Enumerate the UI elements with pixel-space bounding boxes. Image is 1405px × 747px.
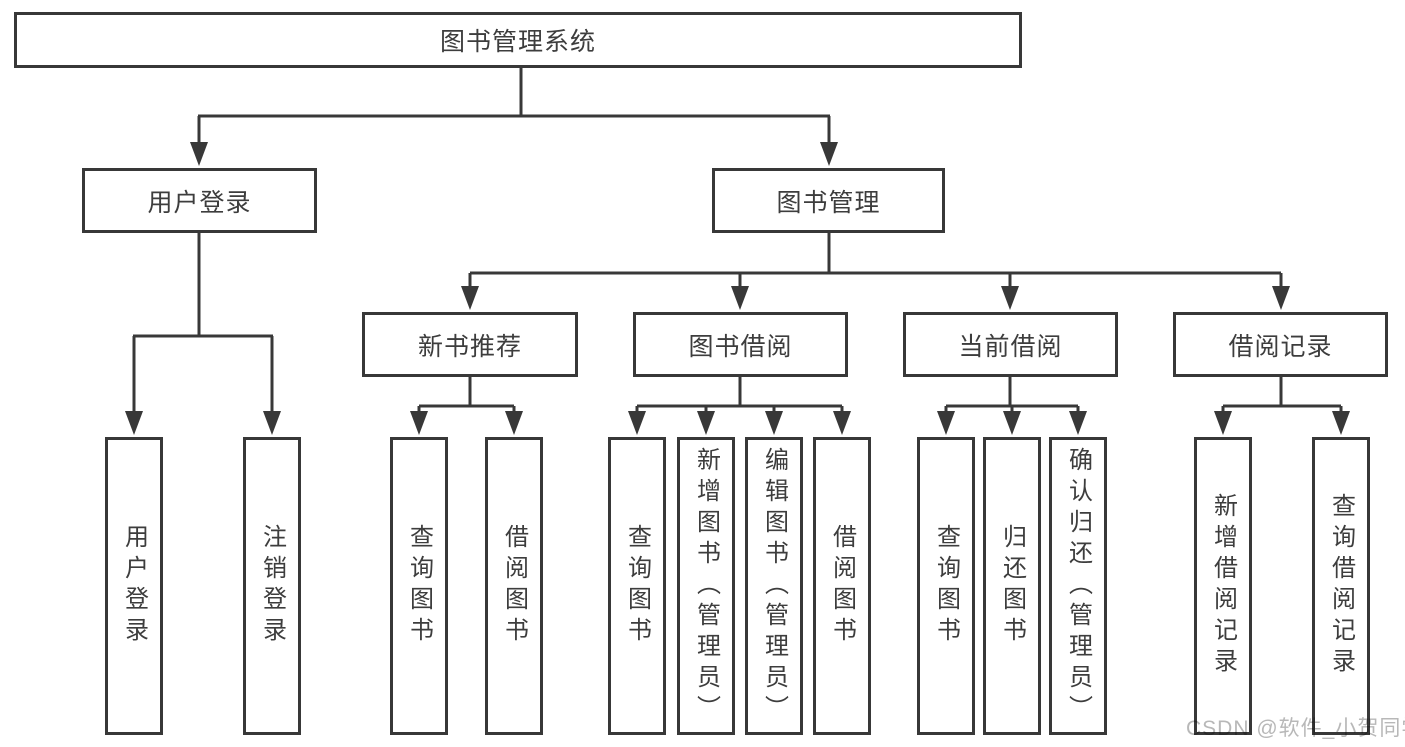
arrowhead-leaf xyxy=(1332,411,1350,435)
node-leaf-borrow-book-1: 借阅图书 xyxy=(485,437,543,735)
node-leaf-label: 归还图书 xyxy=(998,524,1026,648)
arrowhead-leaf xyxy=(1214,411,1232,435)
node-leaf-label: 借阅图书 xyxy=(500,524,528,648)
node-leaf-borrow-book-2: 借阅图书 xyxy=(813,437,871,735)
arrowhead-leaf xyxy=(833,411,851,435)
node-leaf-label: 注销登录 xyxy=(258,524,286,648)
node-book-management: 图书管理 xyxy=(712,168,945,233)
node-user-login-label: 用户登录 xyxy=(147,188,252,217)
node-leaf-label: 查询图书 xyxy=(623,524,651,648)
node-leaf-label: 查询图书 xyxy=(405,524,433,648)
node-leaf-query-book-3: 查询图书 xyxy=(917,437,975,735)
node-leaf-label: 确认归还（管理员） xyxy=(1064,446,1092,726)
node-leaf-label: 查询图书 xyxy=(932,524,960,648)
node-root-label: 图书管理系统 xyxy=(439,28,596,56)
arrowhead-leaf xyxy=(937,411,955,435)
node-leaf-add-book-admin: 新增图书（管理员） xyxy=(677,437,735,735)
node-root: 图书管理系统 xyxy=(14,12,1022,68)
node-leaf-return-book: 归还图书 xyxy=(983,437,1041,735)
arrowhead-leaf xyxy=(1003,411,1021,435)
node-leaf-add-borrow-record: 新增借阅记录 xyxy=(1194,437,1252,735)
node-current-borrow-label: 当前借阅 xyxy=(958,332,1063,361)
arrowhead-leaf xyxy=(765,411,783,435)
arrowhead-leaf xyxy=(505,411,523,435)
node-new-book-recommend: 新书推荐 xyxy=(362,312,578,377)
node-book-management-label: 图书管理 xyxy=(776,188,881,217)
arrowhead-leaf-logout xyxy=(263,411,281,435)
node-leaf-query-book-1: 查询图书 xyxy=(390,437,448,735)
arrowhead-book-borrow xyxy=(731,286,749,310)
node-leaf-query-book-2: 查询图书 xyxy=(608,437,666,735)
node-borrow-record: 借阅记录 xyxy=(1173,312,1388,377)
arrowhead-leaf xyxy=(697,411,715,435)
node-book-borrow: 图书借阅 xyxy=(633,312,848,377)
arrowhead-current-borrow xyxy=(1001,286,1019,310)
node-leaf-label: 查询借阅记录 xyxy=(1327,493,1355,679)
arrowhead-borrow-record xyxy=(1272,286,1290,310)
csdn-watermark: CSDN @软件_小贺同学 xyxy=(1186,717,1405,740)
node-book-borrow-label: 图书借阅 xyxy=(688,332,793,361)
node-leaf-query-borrow-record: 查询借阅记录 xyxy=(1312,437,1370,735)
arrowhead-user-login xyxy=(190,142,208,166)
arrowhead-book-management xyxy=(820,142,838,166)
arrowhead-leaf xyxy=(410,411,428,435)
node-current-borrow: 当前借阅 xyxy=(903,312,1118,377)
node-leaf-edit-book-admin: 编辑图书（管理员） xyxy=(745,437,803,735)
node-leaf-logout: 注销登录 xyxy=(243,437,301,735)
node-leaf-label: 编辑图书（管理员） xyxy=(760,446,788,726)
arrowhead-leaf xyxy=(628,411,646,435)
arrowhead-leaf xyxy=(1069,411,1087,435)
node-leaf-label: 用户登录 xyxy=(120,524,148,648)
node-new-book-recommend-label: 新书推荐 xyxy=(417,332,522,361)
arrowhead-leaf-login xyxy=(125,411,143,435)
node-leaf-user-login: 用户登录 xyxy=(105,437,163,735)
node-leaf-confirm-return-admin: 确认归还（管理员） xyxy=(1049,437,1107,735)
node-leaf-label: 新增图书（管理员） xyxy=(692,446,720,726)
node-user-login: 用户登录 xyxy=(82,168,317,233)
arrowhead-new-book xyxy=(461,286,479,310)
node-leaf-label: 新增借阅记录 xyxy=(1209,493,1237,679)
node-leaf-label: 借阅图书 xyxy=(828,524,856,648)
node-borrow-record-label: 借阅记录 xyxy=(1228,332,1333,361)
